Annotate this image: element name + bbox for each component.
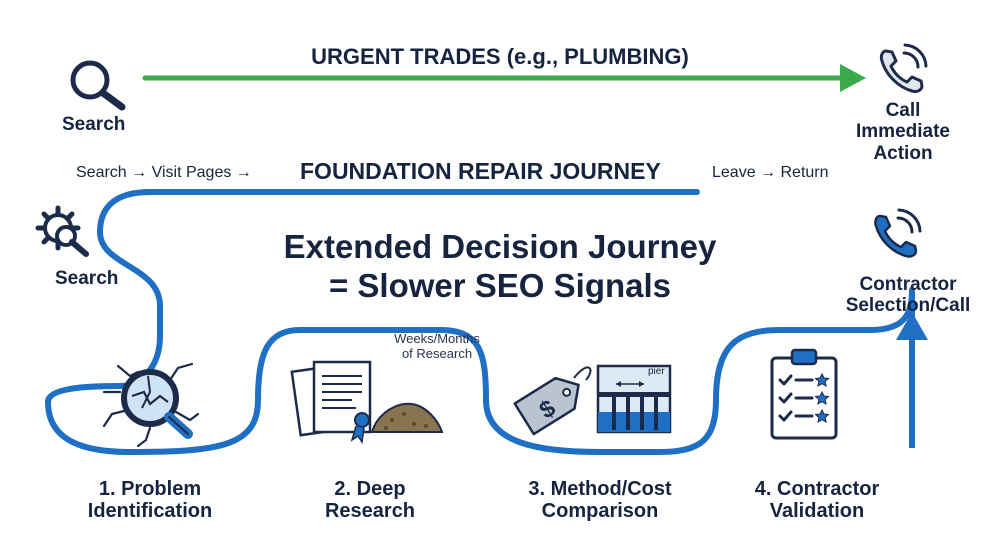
headline-line-1: Extended Decision Journey [283,228,717,265]
call-label-line: Immediate [856,121,950,143]
stage-label-line: Comparison [541,500,659,523]
headline-line-2: = Slower SEO Signals [328,266,672,304]
journey-search-label: Search [55,268,119,289]
stage-label-line: Research [324,500,416,523]
foundation-journey-title: FOUNDATION REPAIR JOURNEY [300,158,661,184]
contractor-label-line: Selection/Call [845,295,971,317]
headline: Extended Decision Journey = Slower SEO S… [250,228,750,306]
stage-label-line: 4. Contractor [754,478,880,500]
urgent-trades-title: URGENT TRADES (e.g., PLUMBING) [311,44,689,69]
pier-label: pier [648,366,665,377]
stage-label-line: 3. Method/Cost [528,478,672,500]
price-tag-and-pier-icon: $ [513,364,672,436]
stage-2-label: 2. Deep Research [280,478,460,523]
stage-label-line: Validation [769,500,865,523]
stage-label-line: Identification [87,500,213,523]
gear-magnifier-icon [35,205,89,257]
journey-right-caption: Leave → Return [712,164,829,181]
stage-4-label: 4. Contractor Validation [722,478,912,523]
checklist-clipboard-icon [770,348,838,440]
urgent-arrow [142,64,866,92]
journey-arrowhead [896,312,928,340]
journey-left-caption: Search → Visit Pages → [76,164,252,181]
call-label-line: Call [885,100,921,121]
stage-3-label: 3. Method/Cost Comparison [500,478,700,523]
contractor-label-line: Contractor [859,274,957,295]
stage-1-label: 1. Problem Identification [60,478,240,523]
stage-label-line: 1. Problem [98,478,202,500]
call-immediate-action-label: Call Immediate Action [840,100,966,164]
research-note-line: of Research [401,345,473,361]
contractor-selection-label: Contractor Selection/Call [826,274,990,317]
urgent-search-label: Search [62,114,126,135]
call-label-line: Action [873,142,933,164]
research-note-line: Weeks/Months [394,331,480,346]
contractor-phone-icon [874,208,922,258]
call-phone-icon [879,43,928,93]
journey-path [45,189,915,455]
stage-label-line: 2. Deep [334,478,406,500]
urgent-search-icon [70,60,126,111]
cracked-wall-magnifier-icon [102,362,200,448]
documents-and-soil-icon [290,360,444,445]
research-duration-note: Weeks/Months of Research [376,331,498,361]
